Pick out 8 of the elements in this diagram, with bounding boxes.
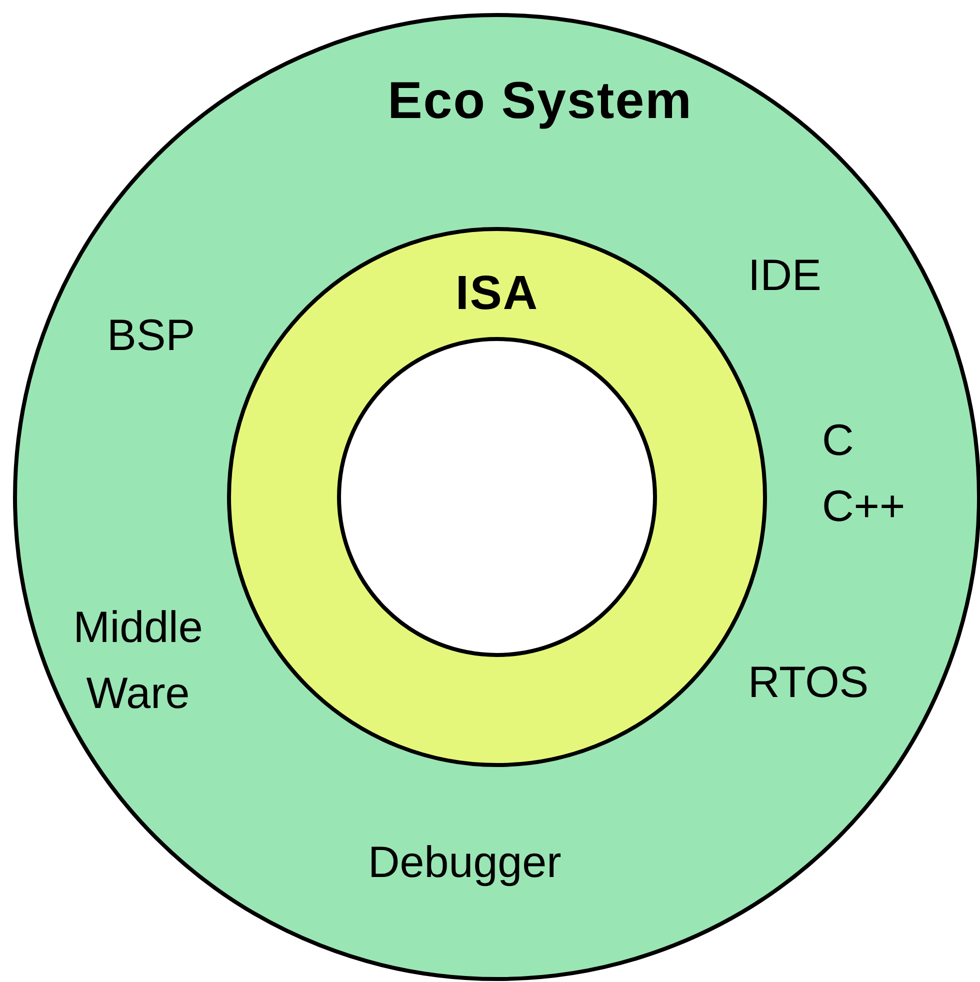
component-label: RTOS	[748, 657, 870, 709]
component-label: BSP	[107, 310, 196, 362]
component-label: Debugger	[368, 837, 562, 889]
component-label: Middle Ware	[72, 602, 204, 720]
heading: Eco System	[386, 71, 694, 132]
component-label: IDE	[748, 250, 822, 302]
heading: ISA	[454, 266, 540, 322]
component-label: C C++	[822, 415, 906, 533]
